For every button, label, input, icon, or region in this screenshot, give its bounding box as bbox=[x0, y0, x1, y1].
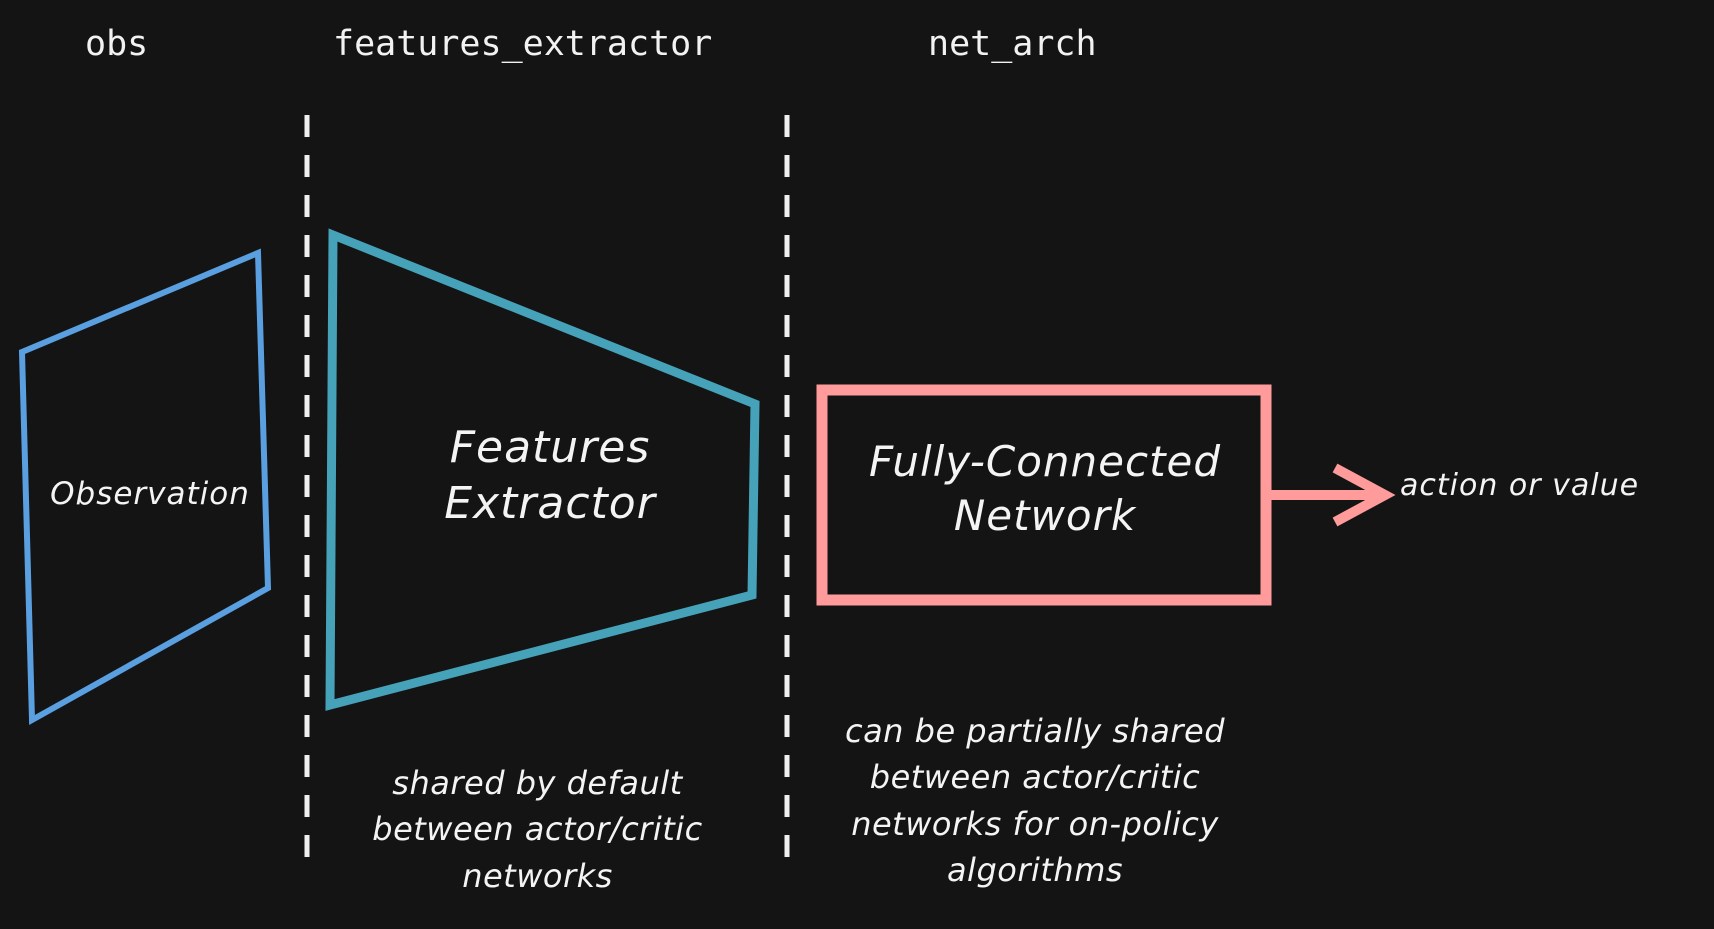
column-header-features-extractor: features_extractor bbox=[333, 24, 713, 64]
output-arrow-label: action or value bbox=[1400, 468, 1640, 503]
observation-parallelogram bbox=[18, 248, 272, 726]
observation-label: Observation bbox=[50, 476, 250, 512]
column-header-obs: obs bbox=[85, 24, 149, 64]
caption-features-extractor: shared by default between actor/critic n… bbox=[372, 764, 703, 895]
features-extractor-trapezoid bbox=[325, 228, 760, 711]
features-extractor-label: Features Extractor bbox=[444, 422, 656, 530]
output-arrow bbox=[1266, 463, 1396, 527]
fully-connected-network-label: Fully-Connected Network bbox=[868, 437, 1222, 540]
column-header-net-arch: net_arch bbox=[928, 24, 1097, 64]
caption-net-arch: can be partially shared between actor/cr… bbox=[844, 712, 1226, 890]
